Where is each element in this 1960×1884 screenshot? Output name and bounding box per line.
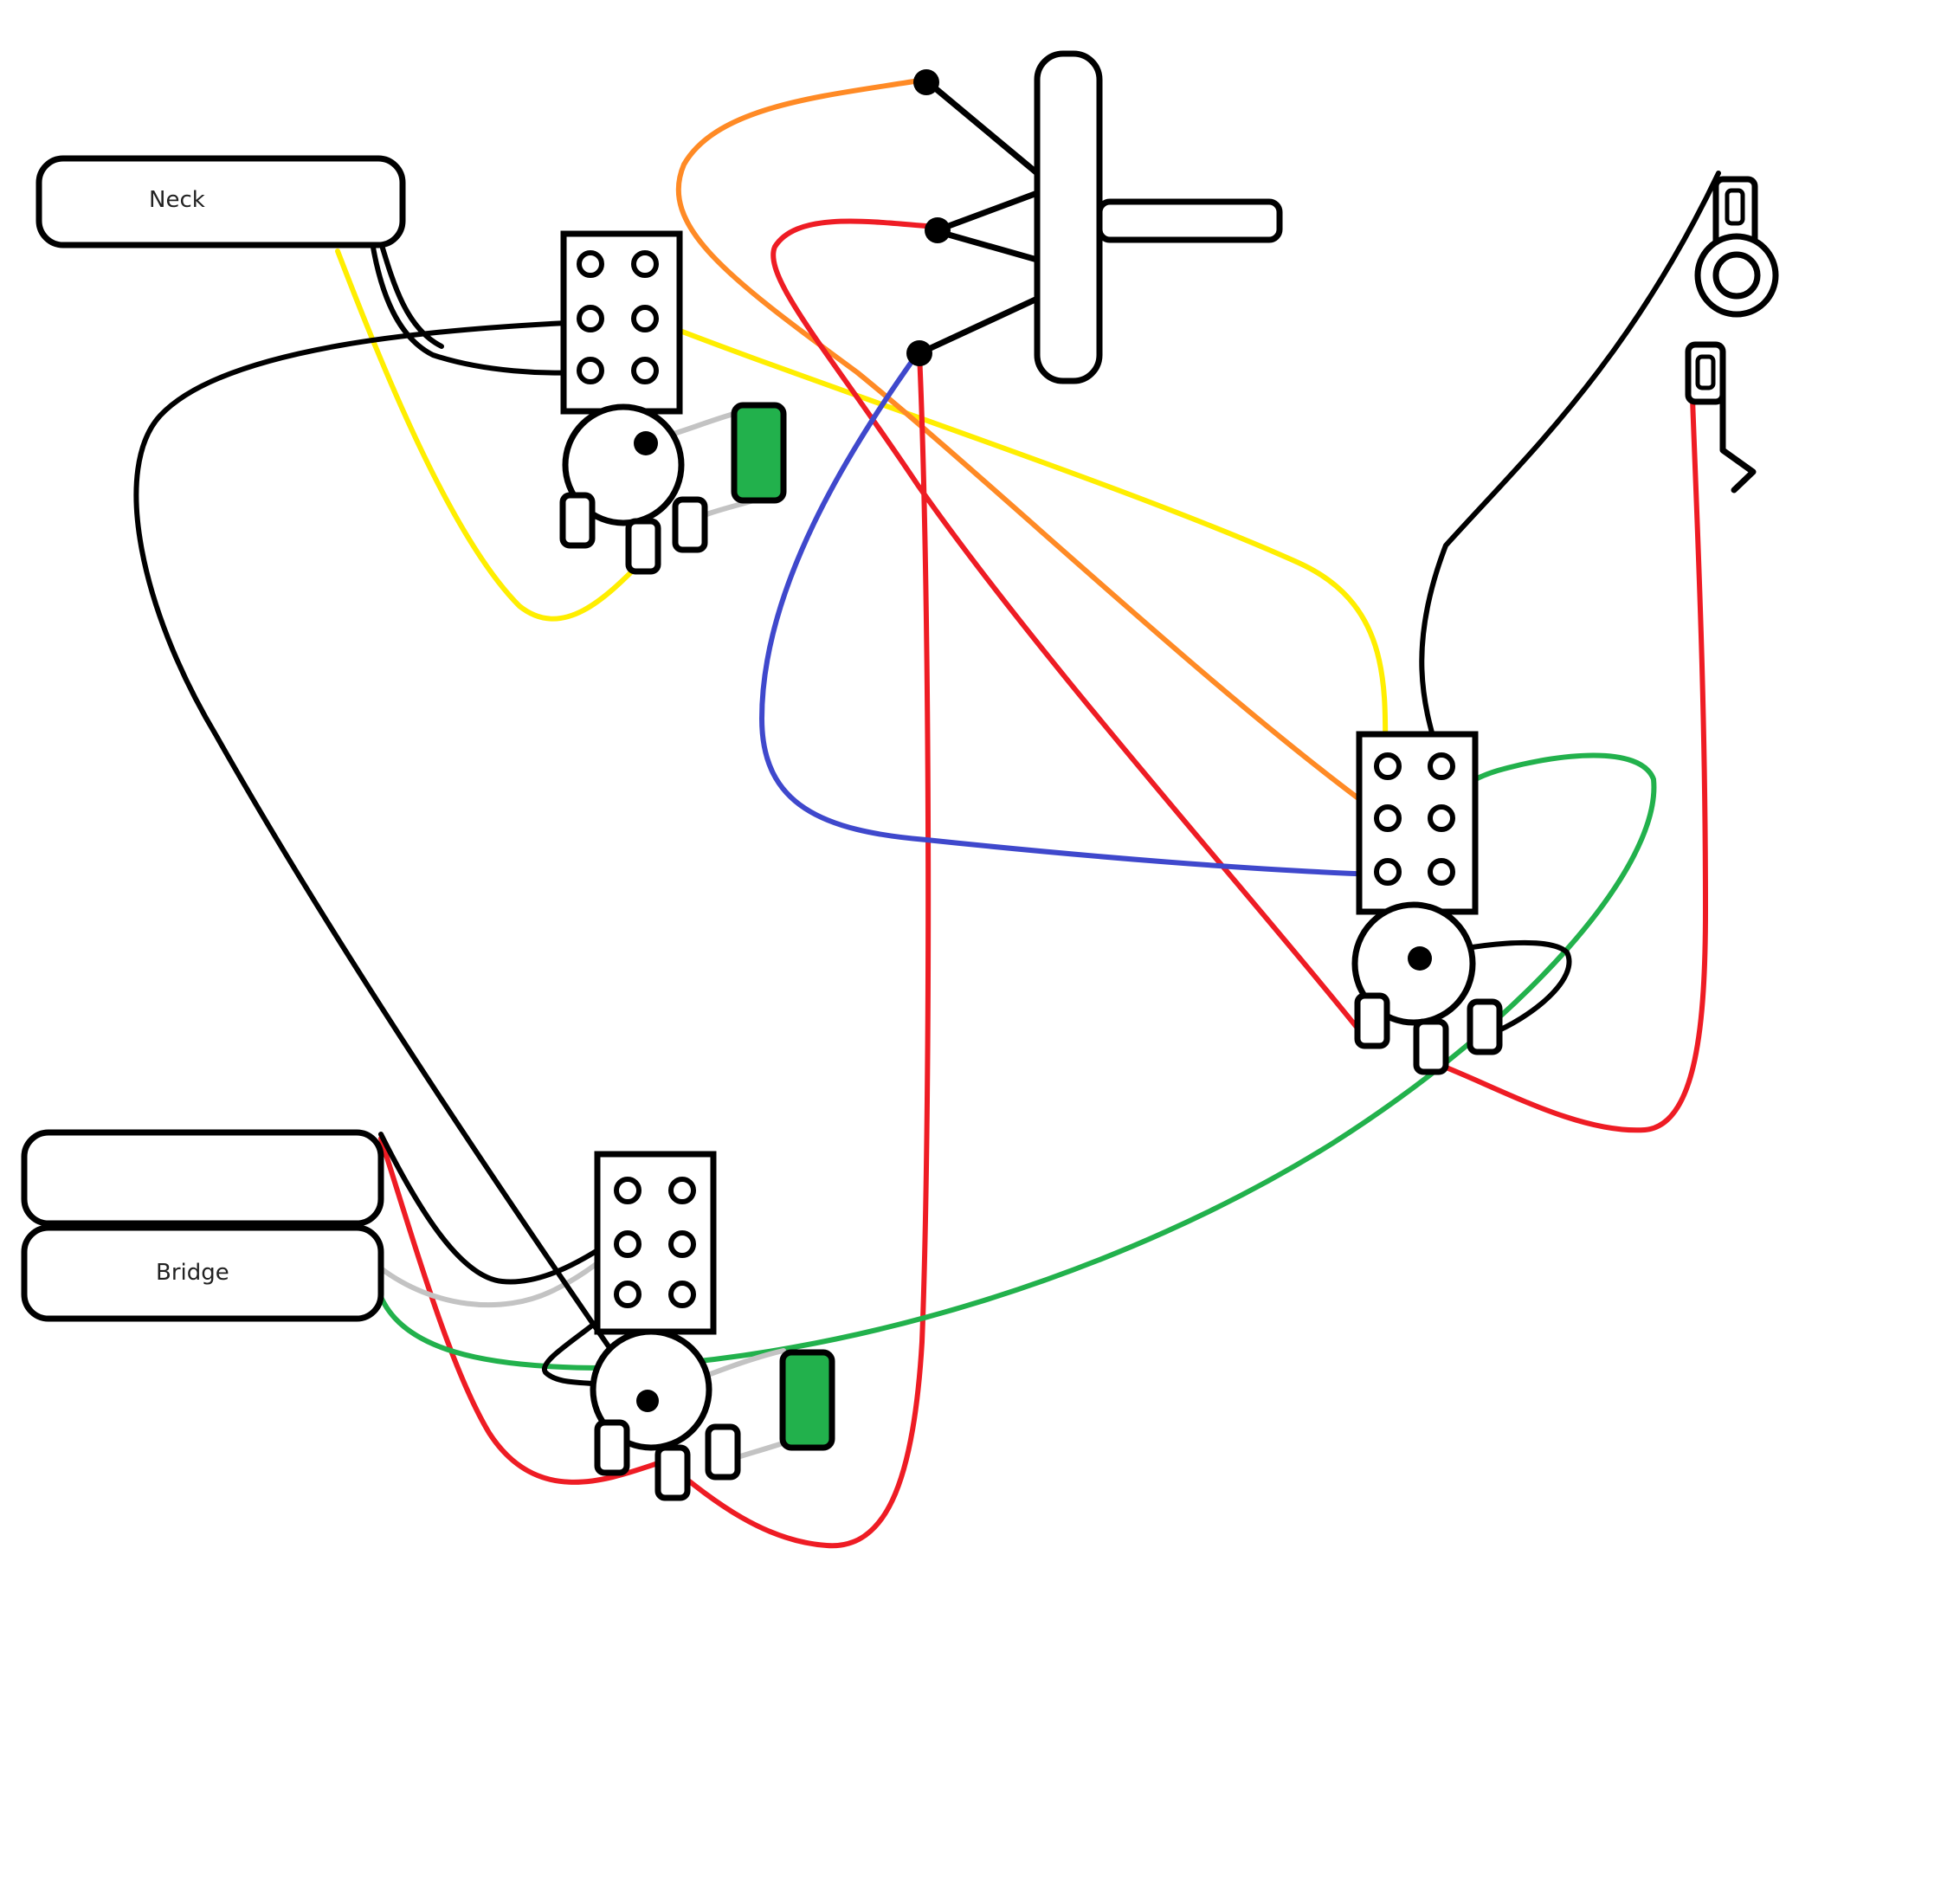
- wire-black-neck-to-switch: [370, 240, 587, 376]
- toggle-lug-mid-lead-lower: [936, 229, 1041, 263]
- toggle-lug-middle: [925, 217, 951, 243]
- volume-switch-lug: [1374, 804, 1402, 832]
- bridge-tone-capacitor: [779, 1349, 835, 1451]
- output-jack: [1685, 176, 1779, 494]
- bridge-switch-lug: [668, 1281, 696, 1308]
- neck-pot-lug-middle: [625, 518, 661, 575]
- bridge-pot-lug-right: [705, 1423, 741, 1481]
- bridge-switch-lug: [668, 1177, 696, 1204]
- neck-pickup: Neck: [35, 155, 406, 248]
- neck-push-pull-pot: [559, 230, 787, 575]
- bridge-switch-lug: [614, 1281, 642, 1308]
- bridge-pot-lug-left: [594, 1419, 630, 1476]
- bridge-pot-wiper-dot: [636, 1390, 659, 1412]
- neck-switch-lug: [631, 305, 659, 332]
- bridge-pot-body: [590, 1328, 712, 1451]
- wire-red-jack-to-volume: [770, 218, 1362, 1033]
- neck-pickup-label: Neck: [149, 187, 205, 213]
- wire-orange-jack-tip: [675, 77, 1388, 821]
- three-way-toggle-switch: [906, 50, 1283, 384]
- wire-green-bridge-ground-loop: [376, 752, 1657, 1371]
- bridge-pickup-label: Bridge: [156, 1260, 229, 1286]
- toggle-lug-top-lead: [925, 79, 1041, 177]
- volume-switch-lug: [1374, 858, 1402, 886]
- bridge-pickup: Bridge: [21, 1129, 384, 1322]
- wire-black-neck-second: [378, 240, 444, 349]
- bridge-switch-lug: [614, 1230, 642, 1258]
- volume-pot-wiper-dot: [1408, 946, 1432, 971]
- wire-red-volume-to-output: [1426, 396, 1708, 1133]
- volume-switch-lug: [1374, 752, 1402, 780]
- toggle-lug-bottom: [906, 340, 932, 366]
- wire-yellow-neck-switch-to-volume-switch: [634, 311, 1389, 773]
- wire-blue-jack-to-switch: [759, 351, 1379, 877]
- volume-pot-lug-right: [1467, 998, 1503, 1055]
- jack-tip-lug-inner: [1695, 354, 1716, 390]
- toggle-lug-mid-lead-upper: [936, 190, 1041, 233]
- bridge-pickup-upper-coil: [21, 1129, 384, 1227]
- volume-switch-lug: [1428, 858, 1455, 886]
- jack-tip-spring: [1719, 360, 1757, 494]
- bridge-pickup-lower-coil: [21, 1224, 384, 1322]
- toggle-lug-bottom-lead: [916, 295, 1041, 357]
- neck-pickup-body: [35, 155, 406, 248]
- wire-black-jack-sleeve: [1419, 171, 1721, 769]
- wire-black-bridge-lead: [378, 1132, 617, 1285]
- wire-black-switch-to-bridge: [133, 319, 650, 1405]
- neck-pot-lug-left: [559, 492, 596, 549]
- toggle-switch-lever: [1096, 198, 1283, 243]
- volume-push-pull-pot: [1351, 731, 1503, 1075]
- wire-red-bridge-lead: [378, 1136, 661, 1485]
- volume-switch-lug: [1428, 804, 1455, 832]
- neck-switch-lug: [631, 250, 659, 278]
- jack-tip-lug: [1685, 341, 1726, 405]
- bridge-push-pull-pot: [590, 1151, 835, 1501]
- wire-red-jack-long-return: [664, 351, 932, 1549]
- jack-barrel-inner: [1712, 251, 1761, 300]
- volume-switch-lug: [1428, 752, 1455, 780]
- neck-switch-lug: [577, 250, 604, 278]
- volume-pot-lug-left: [1354, 992, 1390, 1049]
- neck-tone-capacitor: [731, 402, 787, 504]
- neck-switch-lug: [631, 357, 659, 384]
- neck-pot-lug-right: [672, 496, 708, 553]
- volume-pot-lug-middle: [1413, 1018, 1449, 1075]
- bridge-switch-lug: [614, 1177, 642, 1204]
- jack-sleeve-lug-inner: [1725, 188, 1745, 226]
- toggle-lug-top: [913, 69, 939, 95]
- neck-pot-wiper-dot: [634, 431, 658, 455]
- bridge-pot-lug-middle: [654, 1444, 691, 1501]
- bridge-switch-lug: [668, 1230, 696, 1258]
- neck-switch-lug: [577, 357, 604, 384]
- toggle-switch-body: [1034, 50, 1103, 384]
- neck-switch-lug: [577, 305, 604, 332]
